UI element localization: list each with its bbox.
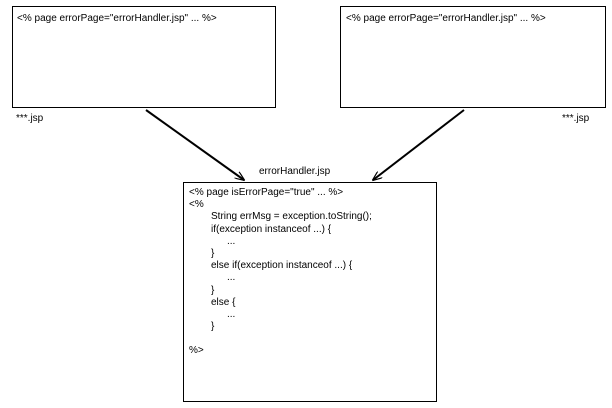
code-line-open-scriptlet: <% — [189, 199, 204, 211]
code-line-close-scriptlet: %> — [189, 345, 204, 357]
code-line-blank — [189, 333, 372, 345]
right-jsp-caption: ***.jsp — [562, 113, 590, 124]
code-line-else-if-close: } — [211, 284, 215, 296]
left-jsp-directive: <% page errorPage="errorHandler.jsp" ...… — [17, 13, 217, 24]
arrow-right-to-handler — [373, 109, 465, 180]
code-line-if: if(exception instanceof ...) { — [211, 223, 332, 235]
code-line-else-if: else if(exception instanceof ...) { — [211, 260, 353, 272]
arrow-left-to-handler — [145, 109, 244, 180]
left-jsp-caption: ***.jsp — [16, 113, 44, 124]
code-line-errmsg: String errMsg = exception.toString(); — [211, 211, 372, 223]
code-line-if-close: } — [211, 247, 215, 259]
error-handler-code: <% page isErrorPage="true" ... %> <% Str… — [189, 187, 372, 358]
code-line-else-body: ... — [227, 308, 236, 320]
error-handler-caption: errorHandler.jsp — [259, 166, 331, 177]
error-handler-box: <% page isErrorPage="true" ... %> <% Str… — [183, 182, 437, 402]
right-jsp-box: <% page errorPage="errorHandler.jsp" ...… — [340, 6, 606, 108]
code-line-else: else { — [211, 296, 236, 308]
left-jsp-box: <% page errorPage="errorHandler.jsp" ...… — [12, 6, 276, 108]
code-line-if-body: ... — [227, 235, 236, 247]
code-line-directive: <% page isErrorPage="true" ... %> — [189, 187, 344, 198]
right-jsp-directive: <% page errorPage="errorHandler.jsp" ...… — [346, 13, 546, 24]
code-line-else-close: } — [211, 321, 215, 333]
code-line-else-if-body: ... — [227, 272, 236, 284]
